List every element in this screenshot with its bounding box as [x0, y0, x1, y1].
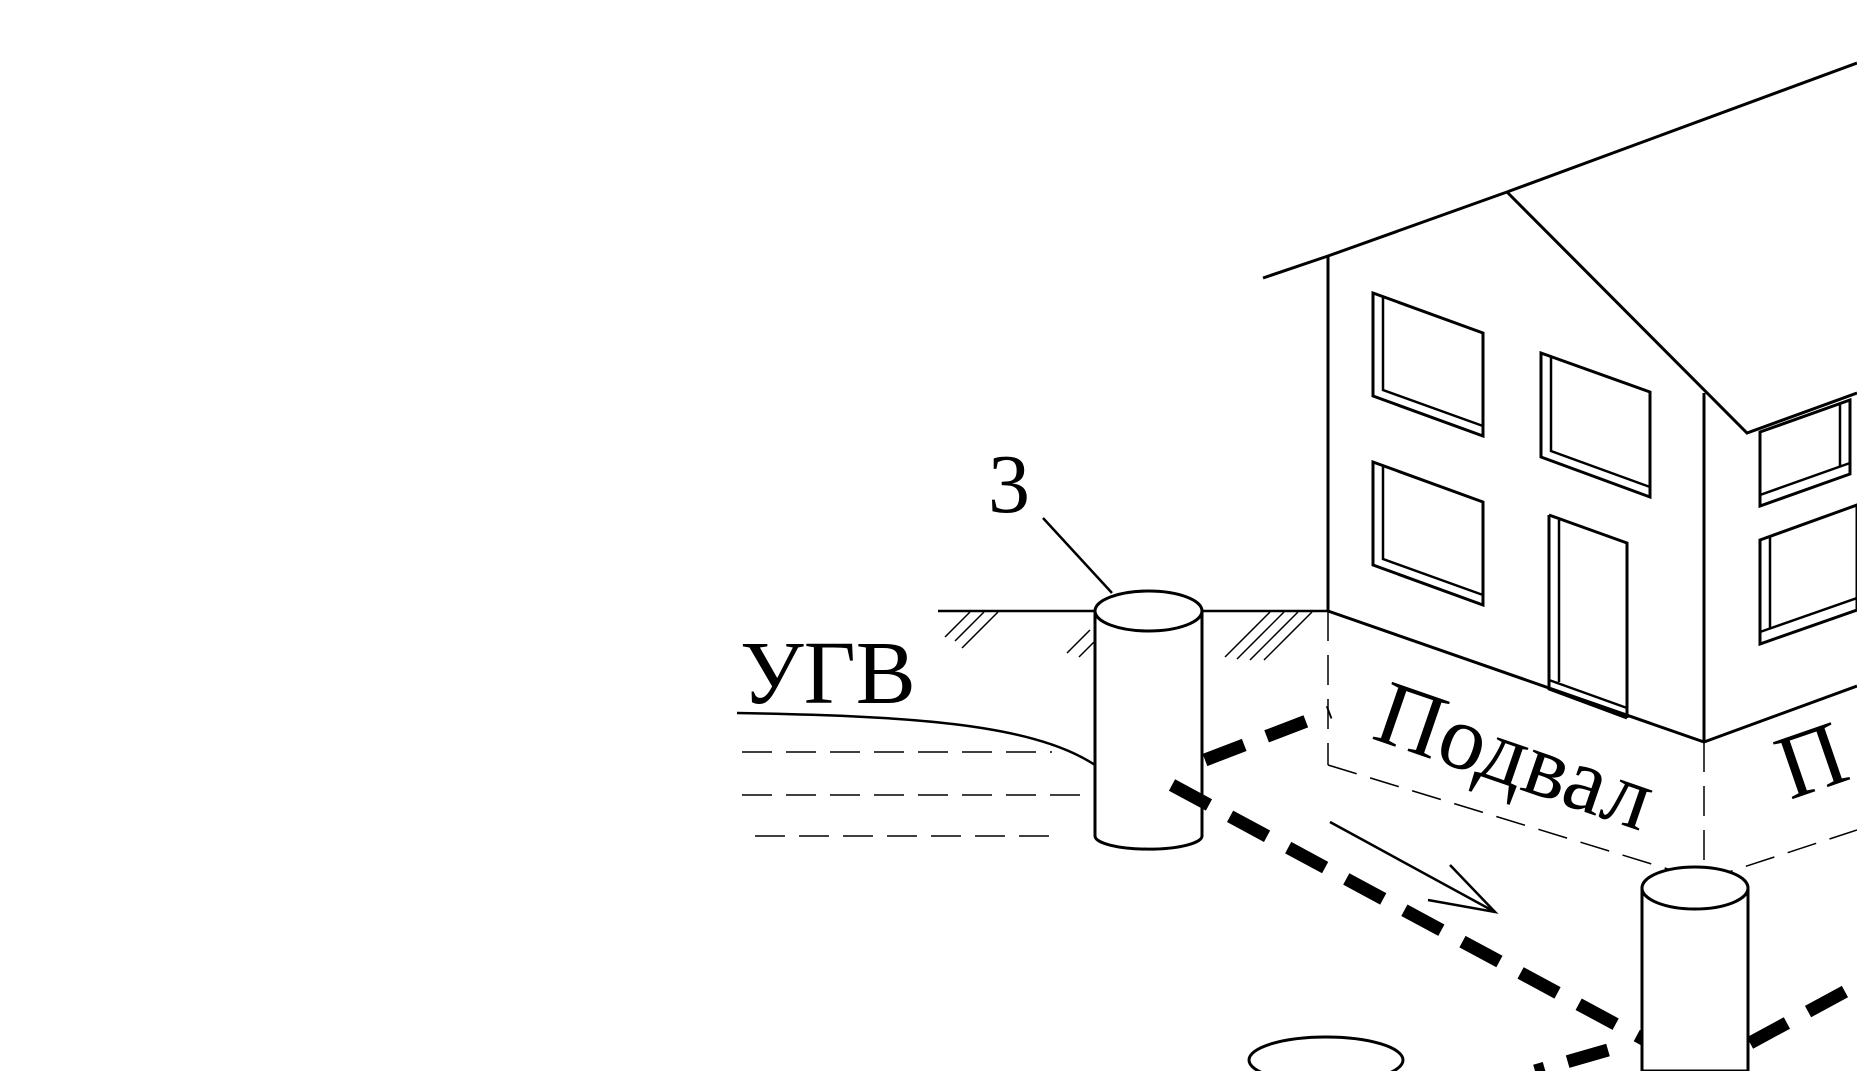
house-base-right	[1703, 684, 1857, 744]
roof-left-eave	[1262, 61, 1857, 280]
drainage-pipes	[1168, 705, 1857, 1071]
ground-surface	[938, 609, 1328, 661]
window	[1371, 290, 1485, 439]
drainage-well-bottom	[1247, 1035, 1405, 1071]
window	[1539, 350, 1652, 500]
drainage-well-3	[1093, 589, 1204, 851]
drainage-well-corner	[1640, 865, 1750, 1071]
groundwater-level-label: УГВ	[740, 624, 916, 723]
groundwater-level	[736, 711, 1096, 837]
window	[1758, 503, 1857, 647]
ground-hatching	[944, 611, 1313, 661]
house	[1262, 61, 1857, 744]
basement-label-right: П	[1763, 701, 1857, 819]
window	[1758, 397, 1852, 509]
well-leader-line	[1042, 517, 1113, 594]
well-number-label: 3	[988, 438, 1030, 531]
flow-arrow	[1329, 820, 1499, 914]
window	[1371, 459, 1485, 608]
door	[1547, 513, 1629, 720]
house-base-left	[1327, 609, 1705, 744]
roof-gable-ridge	[1505, 190, 1857, 435]
